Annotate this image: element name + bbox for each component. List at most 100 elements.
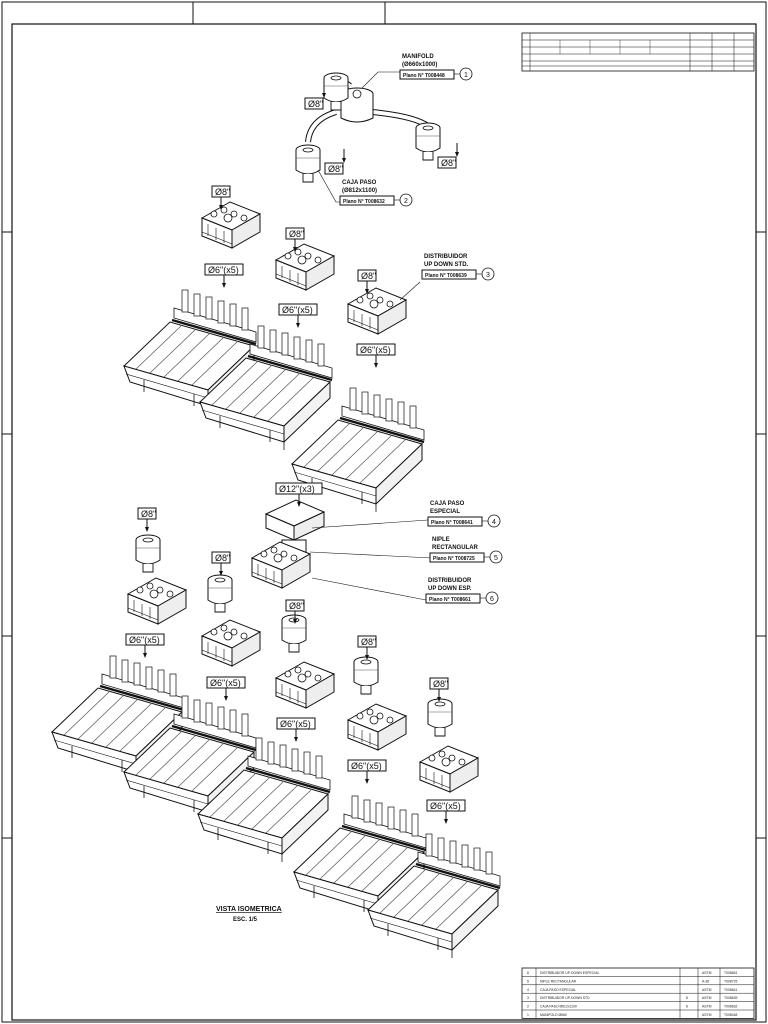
- bom-cell: DISTRIBUIDOR UP-DOWN ESPECIAL: [540, 971, 599, 975]
- size-tag: Ø6"(x5): [204, 263, 244, 288]
- callout-plano: Plano N° T008632: [343, 199, 385, 205]
- callout-plano: Plano N° T008725: [433, 556, 475, 562]
- callout-plano: Plano N° T008639: [425, 273, 467, 279]
- callout-title: DISTRIBUIDOR: [428, 578, 472, 584]
- size-tag-label: Ø6"(x5): [280, 719, 311, 729]
- callout-4: CAJA PASO ESPECIAL Plano N° T008641 4: [427, 501, 501, 528]
- callout-number: 5: [494, 555, 498, 562]
- size-tag: Ø8": [437, 143, 459, 169]
- size-tag: Ø6"(x5): [206, 676, 246, 701]
- callout-plano: Plano N° T008448: [403, 73, 445, 79]
- size-tag-label: Ø8": [433, 679, 448, 689]
- callout-subtitle: (Ø812x1100): [342, 188, 377, 194]
- size-tag-label: Ø8": [289, 601, 304, 611]
- bom-cell: 8: [686, 996, 688, 1000]
- callout-subtitle: (Ø660x1000): [402, 62, 437, 68]
- bom-cell: 3: [527, 996, 529, 1000]
- size-tag: Ø6"(x5): [426, 799, 466, 824]
- bom-cell: T008641: [724, 988, 737, 992]
- leader-lines: [309, 71, 433, 601]
- size-tag-label: Ø6"(x5): [282, 305, 313, 315]
- size-tag: Ø8": [357, 635, 377, 660]
- bom-cell: ASTM: [702, 996, 712, 1000]
- callout-subtitle: ESPECIAL: [430, 509, 460, 515]
- bom-cell: A-36: [702, 979, 709, 983]
- callout-plano: Plano N° T008661: [429, 597, 471, 603]
- size-tag: Ø6"(x5): [347, 759, 387, 784]
- special-assembly: [251, 499, 326, 589]
- bom-cell: ASTM: [702, 1013, 712, 1017]
- callout-1: MANIFOLD (Ø660x1000) Plano N° T008448 1: [399, 54, 473, 81]
- size-tag-label: Ø6"(x5): [210, 678, 241, 688]
- bom-cell: MANIFOLD Ø660: [540, 1013, 567, 1017]
- size-tag: Ø8": [211, 185, 231, 210]
- size-tag: Ø6"(x5): [276, 717, 316, 742]
- size-tag-label: Ø6"(x5): [129, 635, 160, 645]
- callout-subtitle: UP DOWN STD.: [424, 262, 469, 268]
- size-tag-label: Ø8": [215, 553, 230, 563]
- bom-cell: 4: [527, 988, 529, 992]
- size-tag: Ø6"(x5): [125, 633, 165, 658]
- bom-row: 6 DISTRIBUIDOR UP-DOWN ESPECIAL ASTM T00866…: [527, 971, 737, 975]
- bom-cell: T008639: [724, 996, 737, 1000]
- size-tag-label: Ø8": [361, 271, 376, 281]
- bom-cell: ASTM: [702, 1005, 712, 1009]
- bom-cell: T008661: [724, 971, 737, 975]
- size-tag: Ø8": [137, 507, 157, 532]
- size-tag: Ø12"(x3): [275, 482, 323, 507]
- bom-row: 3 DISTRIBUIDOR UP-DOWN STD 8 ASTM T008639: [527, 996, 737, 1000]
- callout-number: 4: [492, 519, 496, 526]
- view-scale: ESC. 1/5: [233, 917, 258, 923]
- size-tag-label: Ø8": [215, 187, 230, 197]
- size-tag-label: Ø8": [441, 158, 456, 168]
- size-tag-label: Ø6"(x5): [351, 761, 382, 771]
- size-tag: Ø8": [429, 677, 449, 702]
- bom-cell: 1: [527, 1013, 529, 1017]
- callout-subtitle: RECTANGULAR: [432, 545, 479, 551]
- size-tag-label: Ø6"(x5): [360, 345, 391, 355]
- bom-cell: ASTM: [702, 971, 712, 975]
- size-tag: Ø8": [211, 551, 231, 576]
- bom-cell: DISTRIBUIDOR UP-DOWN STD: [540, 996, 590, 1000]
- callout-title: CAJA PASO: [430, 501, 465, 507]
- bom-cell: 2: [527, 1005, 529, 1009]
- callout-plano: Plano N° T008641: [431, 520, 473, 526]
- callout-number: 3: [486, 272, 490, 279]
- size-tag: Ø6"(x5): [356, 343, 396, 368]
- bom-row: 1 MANIFOLD Ø660 ASTM T008448: [527, 1013, 737, 1017]
- callout-title: MANIFOLD: [402, 54, 434, 60]
- size-tag: Ø8": [324, 149, 346, 175]
- manifold-assembly: [295, 72, 441, 183]
- callout-title: CAJA PASO: [342, 180, 377, 186]
- bom-row: 4 CAJA PASO ESPECIAL ASTM T008641: [527, 988, 737, 992]
- callouts: MANIFOLD (Ø660x1000) Plano N° T008448 1CAJA…: [339, 54, 503, 605]
- callout-subtitle: UP DOWN ESP.: [428, 586, 472, 592]
- size-tag-label: Ø6"(x5): [430, 801, 461, 811]
- revision-block: [521, 32, 755, 72]
- bom-cell: T008725: [724, 979, 737, 983]
- bom-cell: CAJA PASO Ø812x1100: [540, 1005, 577, 1009]
- bom-cell: T008448: [724, 1013, 737, 1017]
- callout-6: DISTRIBUIDOR UP DOWN ESP. Plano N° T008661…: [425, 578, 499, 605]
- callout-number: 1: [464, 72, 468, 79]
- size-tag: Ø8": [285, 227, 305, 252]
- view-title: VISTA ISOMETRICA: [216, 906, 282, 913]
- size-tag-label: Ø8": [141, 509, 156, 519]
- size-tag: Ø8": [304, 84, 326, 110]
- size-tag-label: Ø6"(x5): [208, 265, 239, 275]
- size-tag-label: Ø8": [308, 99, 323, 109]
- size-tag: Ø6"(x5): [278, 303, 318, 328]
- size-tag: Ø8": [357, 269, 377, 294]
- size-tags: Ø8" Ø8" Ø8" Ø8" Ø8" Ø8" Ø6"(x5) Ø6"(x5) Ø6"(x5) Ø…: [125, 84, 466, 824]
- bom-cell: CAJA PASO ESPECIAL: [540, 988, 576, 992]
- bom-cell: NIPLE RECTANGULAR: [540, 979, 577, 983]
- bom-cell: ASTM: [702, 988, 712, 992]
- bom-cell: 6: [527, 971, 529, 975]
- bill-of-materials: 6 DISTRIBUIDOR UP-DOWN ESPECIAL ASTM T00866…: [521, 967, 755, 1019]
